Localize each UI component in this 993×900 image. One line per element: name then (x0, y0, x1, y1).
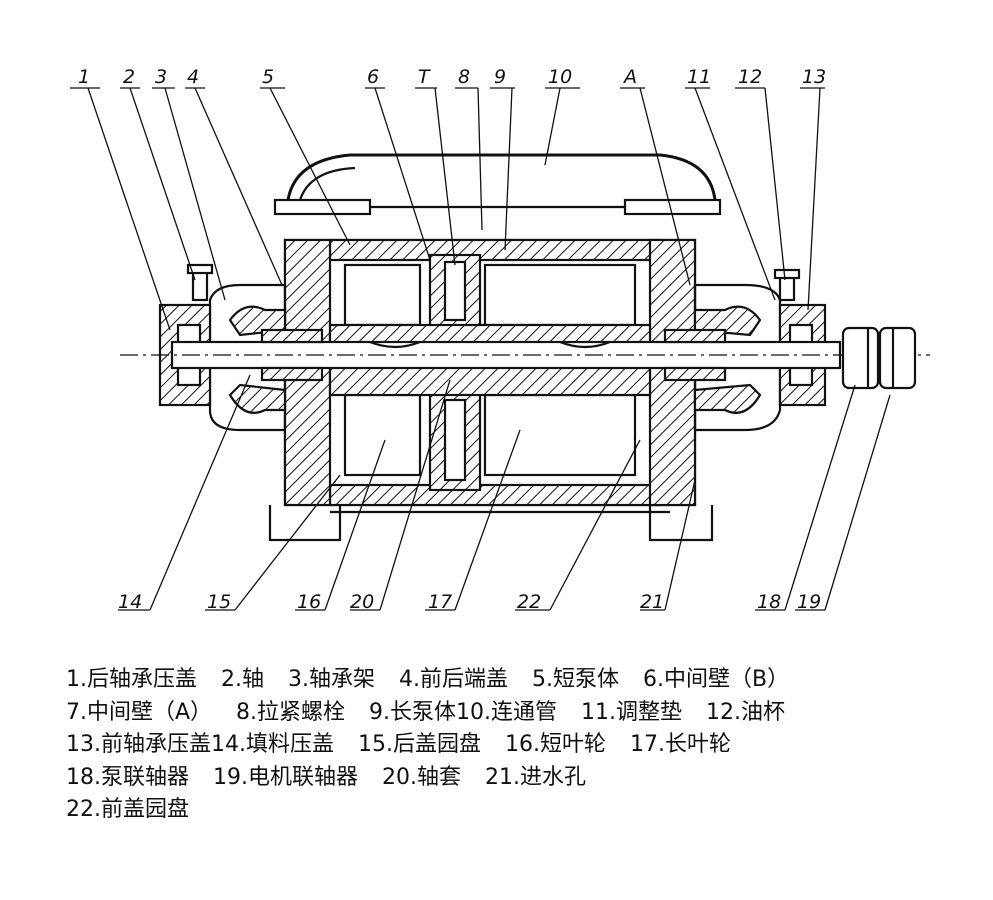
legend-item: 5.短泵体 (532, 667, 619, 692)
shaft (120, 328, 930, 382)
callout-17: 17 (428, 591, 452, 613)
callout-leaders (70, 87, 891, 611)
callout-9: 9 (494, 66, 506, 88)
pump-cross-section-diagram: 1 2 3 4 5 6 T 8 9 10 A 11 12 13 14 15 16… (70, 66, 930, 613)
legend-item: 2.轴 (221, 667, 264, 692)
connecting-pipe (273, 153, 722, 216)
callout-19: 19 (797, 591, 821, 613)
legend-item: 6.中间壁（B） (643, 667, 790, 692)
callout-4: 4 (187, 66, 199, 88)
callout-16: 16 (297, 591, 321, 613)
legend-item: 18.泵联轴器 (66, 764, 189, 790)
callout-14: 14 (118, 591, 142, 613)
legend-item: 22.前盖园盘 (66, 797, 189, 822)
callout-20: 20 (350, 591, 374, 613)
legend-item: 8.拉紧螺栓 (236, 699, 346, 725)
legend-item: 16.短叶轮 (504, 732, 606, 757)
callout-13: 13 (802, 66, 826, 88)
parts-legend: 1.后轴承压盖 2.轴 3.轴承架 4.前后端盖 5.短泵体 6.中间壁（B） 7.中间壁… (66, 664, 966, 827)
legend-item: 17.长叶轮 (629, 732, 731, 757)
legend-item: 12.油杯 (706, 699, 786, 725)
callout-10: 10 (548, 66, 572, 88)
legend-item: 15.后盖园盘 (357, 732, 481, 757)
callout-7: T (418, 66, 431, 88)
couplings (841, 326, 917, 390)
callout-3: 3 (155, 66, 167, 88)
callout-18: 18 (757, 591, 781, 613)
legend-item: 19.电机联轴器 (213, 764, 358, 790)
legend-line-4: 18.泵联轴器 19.电机联轴器 20.轴套 21.进水孔 (66, 762, 966, 795)
legend-line-3: 13.前轴承压盖14.填料压盖 15.后盖园盘 16.短叶轮 17.长叶轮 (66, 729, 966, 762)
callout-8: 8 (458, 66, 470, 88)
legend-item: 3.轴承架 (288, 667, 375, 692)
callout-15: 15 (207, 591, 231, 613)
legend-line-1: 1.后轴承压盖 2.轴 3.轴承架 4.前后端盖 5.短泵体 6.中间壁（B） (66, 664, 966, 697)
legend-item: 9.长泵体10.连通管 (369, 699, 558, 725)
callout-labels: 1 2 3 4 5 6 T 8 9 10 A 11 12 13 14 15 16… (78, 66, 826, 613)
callout-A: A (622, 66, 637, 88)
callout-5: 5 (262, 66, 274, 88)
callout-1: 1 (78, 66, 90, 88)
legend-item: 7.中间壁（A） (66, 699, 213, 725)
callout-2: 2 (123, 66, 135, 88)
legend-item: 1.后轴承压盖 (66, 667, 197, 692)
legend-item: 20.轴套 (382, 764, 461, 790)
legend-item: 21.进水孔 (485, 764, 586, 790)
callout-6: 6 (367, 66, 379, 88)
legend-line-2: 7.中间壁（A） 8.拉紧螺栓 9.长泵体10.连通管 11.调整垫 12.油杯 (66, 697, 966, 730)
callout-21: 21 (640, 591, 664, 613)
callout-11: 11 (687, 66, 711, 88)
legend-item: 4.前后端盖 (399, 667, 508, 692)
pump-body (268, 238, 714, 542)
callout-12: 12 (738, 66, 762, 88)
callout-22: 22 (517, 591, 541, 613)
legend-item: 13.前轴承压盖14.填料压盖 (66, 732, 334, 757)
legend-item: 11.调整垫 (581, 699, 683, 725)
legend-line-5: 22.前盖园盘 (66, 794, 966, 827)
